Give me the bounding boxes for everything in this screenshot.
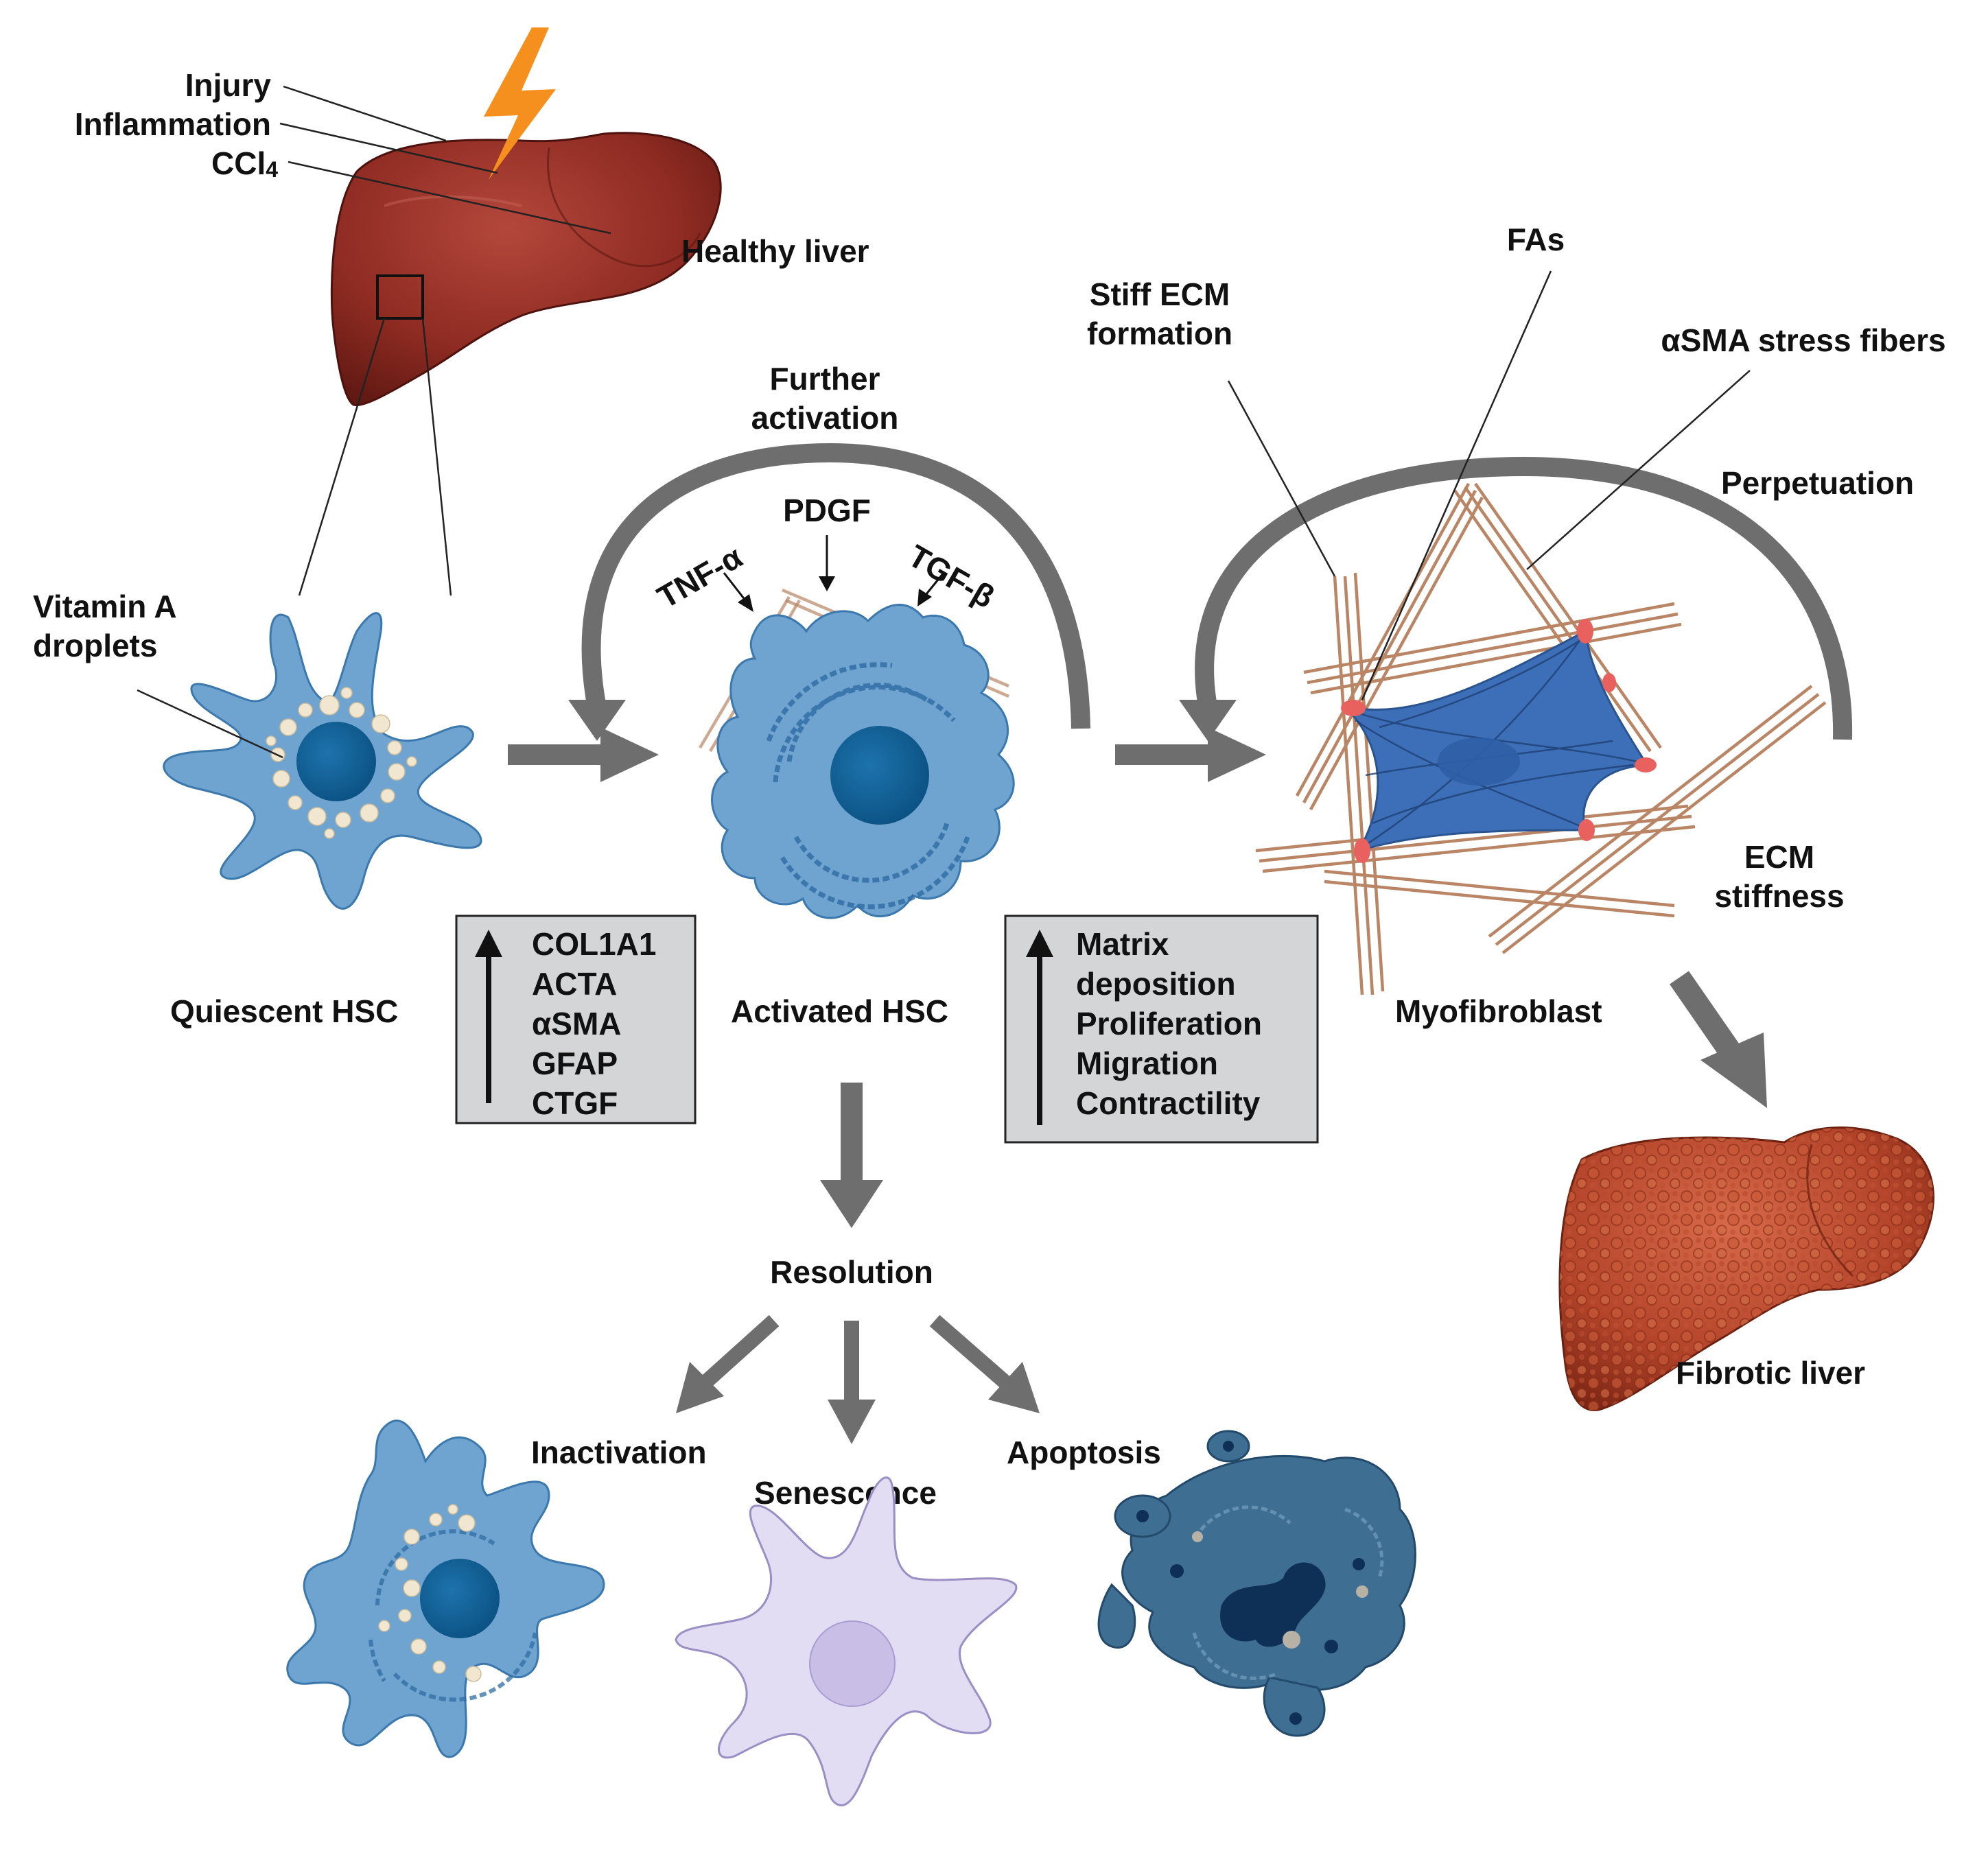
- endoplasmic-reticulum: [369, 1529, 537, 1702]
- ccl4-subscript: 4: [266, 157, 278, 182]
- lightning-icon: [484, 27, 556, 180]
- senescent-hsc-cell: [675, 1476, 1018, 1807]
- function-item: deposition: [1076, 966, 1236, 1002]
- tgf-beta-label: TGF-β: [902, 538, 1001, 615]
- further-activation-label-line1: Further: [770, 361, 880, 397]
- gene-item: CTGF: [532, 1085, 618, 1121]
- ccl4-main: CCl: [211, 145, 266, 181]
- fas-label: FAs: [1507, 222, 1565, 257]
- senescence-label: Senescence: [754, 1475, 937, 1511]
- vitamin-a-leader: [137, 689, 283, 759]
- up-arrow-icon: [475, 930, 502, 957]
- asma-fibers-leader: [1526, 370, 1751, 570]
- fas-leader: [1361, 270, 1552, 700]
- resolution-label: Resolution: [770, 1254, 933, 1290]
- arrow-to-inactivation: [676, 1314, 780, 1413]
- inactivation-label: Inactivation: [531, 1435, 707, 1470]
- zoom-line-right: [421, 318, 452, 596]
- fibrotic-liver: [1558, 1126, 1934, 1412]
- arrow-to-resolution: [820, 1083, 883, 1228]
- arrow-activated-to-myofibroblast: [1115, 727, 1266, 782]
- perpetuation-arrowhead: [1179, 700, 1237, 741]
- ecm-stiffness-label-line2: stiffness: [1714, 878, 1844, 914]
- arrow-quiescent-to-activated: [508, 727, 659, 782]
- function-item: Migration: [1076, 1046, 1218, 1081]
- endoplasmic-reticulum: [1192, 1505, 1384, 1680]
- gene-item: αSMA: [532, 1006, 622, 1041]
- apoptotic-bodies: [1136, 1441, 1368, 1725]
- injury-leader: [283, 85, 447, 142]
- zoom-box: [376, 274, 424, 320]
- tnf-alpha-label: TNF-α: [651, 539, 748, 615]
- inflammation-leader: [279, 122, 498, 174]
- gene-item: ACTA: [532, 966, 617, 1002]
- healthy-liver-label: Healthy liver: [681, 233, 869, 269]
- function-item: Contractility: [1076, 1085, 1261, 1121]
- zoom-line-left: [298, 318, 386, 596]
- stiff-ecm-leader: [1227, 380, 1336, 577]
- myofibroblast-label: Myofibroblast: [1395, 993, 1602, 1029]
- further-activation-arc: [581, 443, 1090, 729]
- further-activation-label-line2: activation: [751, 400, 899, 436]
- injury-label: Injury: [185, 67, 272, 103]
- cytokine-arrows: [723, 535, 945, 612]
- function-item: Proliferation: [1076, 1006, 1262, 1041]
- vitamin-a-label-line1: Vitamin A: [33, 589, 177, 624]
- arrow-to-fibrotic-liver: [1670, 971, 1767, 1108]
- inactivated-hsc-cell: [286, 1419, 605, 1758]
- pdgf-label: PDGF: [783, 493, 871, 528]
- up-arrow-icon: [1026, 930, 1053, 957]
- gene-expression-box: COL1A1 ACTA αSMA GFAP CTGF: [455, 915, 697, 1124]
- ecm-fiber-network: [1255, 482, 1827, 995]
- apoptosis-label: Apoptosis: [1007, 1435, 1161, 1470]
- perpetuation-arc: [1195, 456, 1853, 740]
- arrow-to-apoptosis: [929, 1314, 1040, 1413]
- quiescent-hsc-label: Quiescent HSC: [170, 993, 398, 1029]
- fibrotic-liver-label: Fibrotic liver: [1676, 1355, 1865, 1391]
- stiff-ecm-label-line2: formation: [1087, 316, 1232, 351]
- asma-fibers-label: αSMA stress fibers: [1661, 322, 1945, 358]
- myofibroblast-function-box: Matrix deposition Proliferation Migratio…: [1004, 915, 1319, 1144]
- vitamin-a-label-line2: droplets: [33, 628, 157, 663]
- myofibroblast-cell: [1341, 619, 1657, 863]
- quiescent-hsc-cell: [163, 612, 482, 910]
- ccl4-leader: [288, 161, 611, 235]
- activated-hsc-cell: [711, 604, 1015, 919]
- ccl4-label: CCl4: [211, 145, 278, 182]
- ecm-stiffness-label-line1: ECM: [1744, 839, 1814, 875]
- gene-item: GFAP: [532, 1046, 618, 1081]
- healthy-liver: [330, 132, 722, 407]
- vitamin-a-droplets: [378, 1504, 482, 1682]
- inflammation-label: Inflammation: [75, 106, 271, 142]
- further-activation-arrowhead: [568, 700, 626, 741]
- arrow-to-senescence: [828, 1321, 876, 1444]
- focal-adhesions: [1341, 619, 1657, 863]
- activated-hsc-label: Activated HSC: [731, 993, 948, 1029]
- stiff-ecm-label-line1: Stiff ECM: [1090, 276, 1230, 312]
- gene-item: COL1A1: [532, 926, 656, 962]
- apoptotic-hsc-cell: [1097, 1430, 1416, 1737]
- endoplasmic-reticulum: [766, 662, 970, 910]
- perpetuation-label: Perpetuation: [1721, 465, 1914, 501]
- function-item: Matrix: [1076, 926, 1169, 962]
